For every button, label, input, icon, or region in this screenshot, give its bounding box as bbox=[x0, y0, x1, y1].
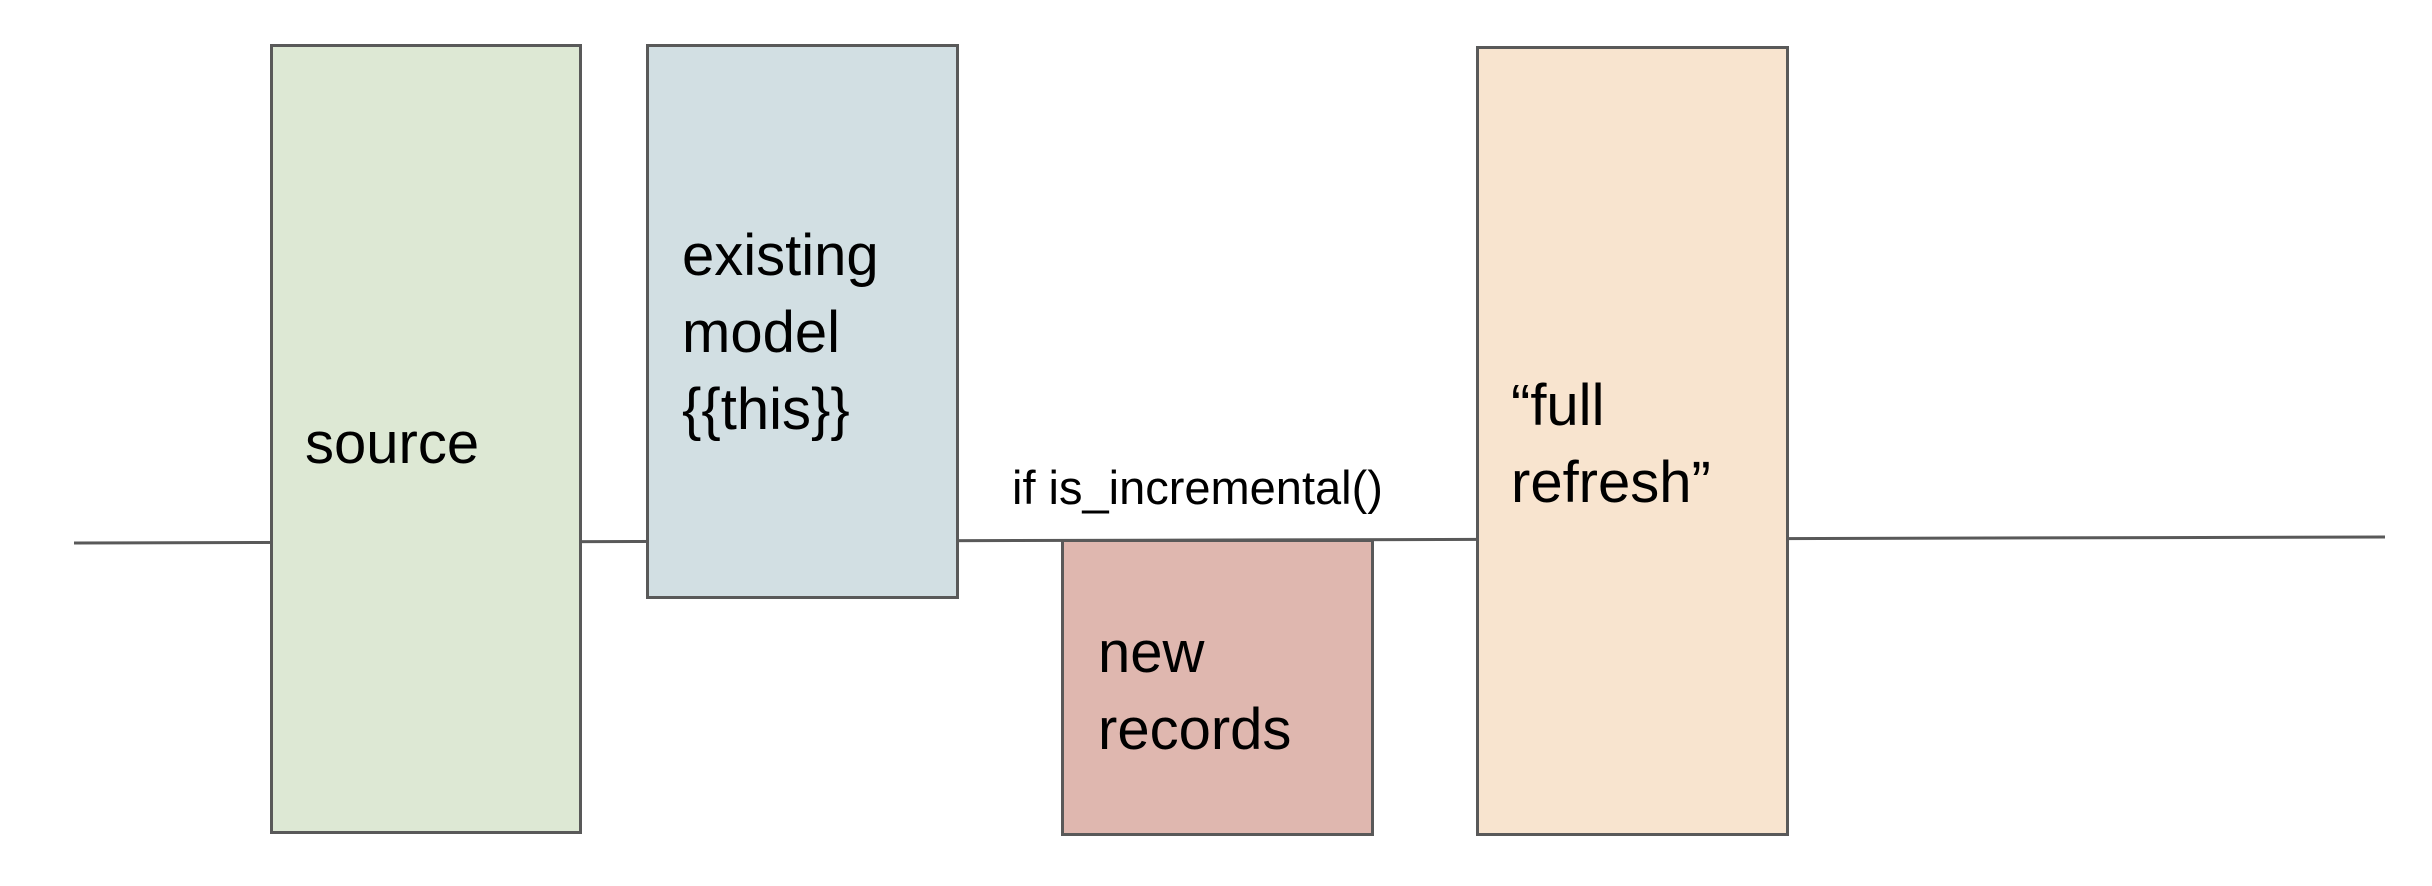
existing-model-box: existing model {{this}} bbox=[646, 44, 959, 599]
full-refresh-label: “full refresh” bbox=[1511, 373, 1711, 515]
new-records-label: new records bbox=[1098, 620, 1292, 762]
source-box: source bbox=[270, 44, 582, 834]
is-incremental-label: if is_incremental() bbox=[1012, 461, 1383, 514]
new-records-box: new records bbox=[1061, 539, 1374, 836]
source-label: source bbox=[305, 411, 480, 476]
full-refresh-box: “full refresh” bbox=[1476, 46, 1789, 836]
existing-model-label: existing model {{this}} bbox=[682, 223, 879, 442]
